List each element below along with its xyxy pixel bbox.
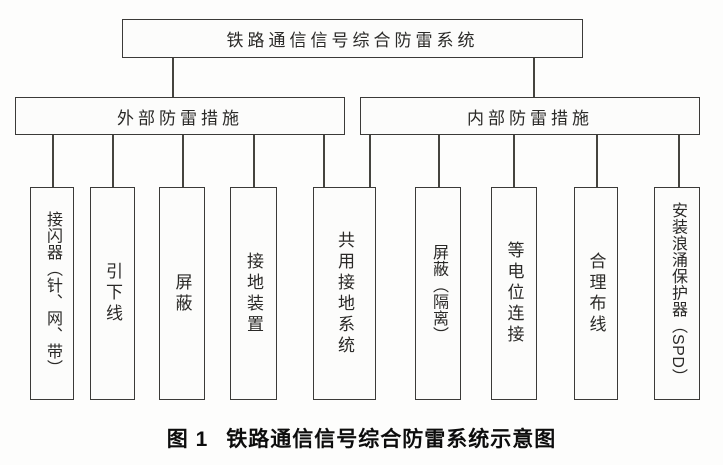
connector-line [182,135,184,187]
connector-line [52,135,54,187]
root-system-box: 铁路通信信号综合防雷系统 [122,19,583,58]
leaf-box-shielding-isolation: 屏蔽（隔离） [415,187,461,400]
leaf-label: 接闪器（针、网、带） [44,211,61,376]
leaf-box-grounding-device: 接地装置 [230,187,277,400]
connector-line [369,135,371,187]
external-measures-label: 外部防雷措施 [117,108,243,128]
figure-caption: 图 1 铁路通信信号综合防雷系统示意图 [0,423,723,453]
connector-line [323,135,325,187]
leaf-box-air-terminal: 接闪器（针、网、带） [30,187,74,400]
leaf-label: 安装浪涌保护器（SPD） [669,202,686,385]
figure-number: 图 1 [166,428,209,451]
connector-line [253,135,255,187]
leaf-label: 接地装置 [244,251,263,336]
leaf-box-down-conductor: 引下线 [90,187,135,400]
leaf-label: 合理布线 [586,251,606,336]
connector-line [112,135,114,187]
connector-line [172,58,174,97]
leaf-box-reasonable-wiring: 合理布线 [574,187,618,400]
connector-line [438,135,440,187]
leaf-box-common-grounding-system: 共用接地系统 [313,187,376,400]
connector-line [533,58,535,97]
figure-title: 铁路通信信号综合防雷系统示意图 [226,428,557,451]
connector-line [513,135,515,187]
leaf-label: 屏蔽（隔离） [430,244,447,343]
leaf-box-surge-protector-spd: 安装浪涌保护器（SPD） [654,187,700,400]
internal-measures-label: 内部防雷措施 [467,108,593,128]
connector-line [596,135,598,187]
internal-measures-box: 内部防雷措施 [360,97,700,135]
leaf-label: 屏蔽 [172,272,192,315]
leaf-label: 等电位连接 [504,241,524,346]
leaf-box-shielding: 屏蔽 [159,187,205,400]
root-system-label: 铁路通信信号综合防雷系统 [226,31,479,50]
external-measures-box: 外部防雷措施 [15,97,345,135]
connector-line [678,135,680,187]
leaf-label: 共用接地系统 [335,230,354,357]
leaf-box-equipotential-bonding: 等电位连接 [491,187,537,400]
leaf-label: 引下线 [103,262,122,325]
